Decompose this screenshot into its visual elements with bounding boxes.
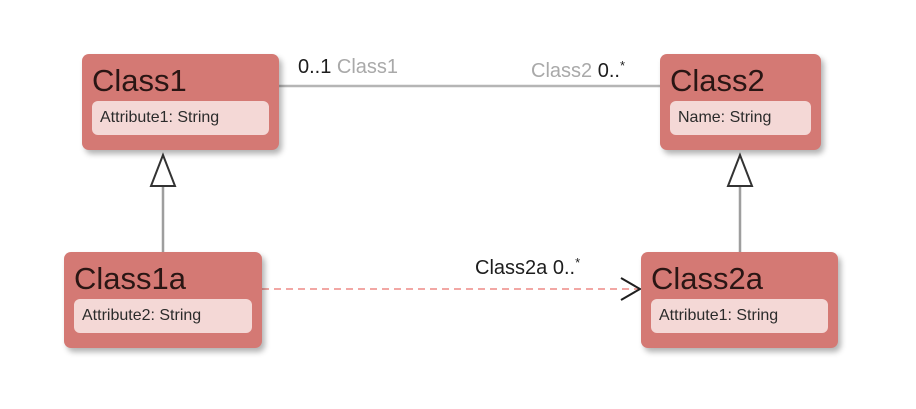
multiplicity-star: * bbox=[619, 58, 626, 73]
class-attribute: Attribute2: String bbox=[74, 299, 252, 333]
class-name: Class1a bbox=[74, 261, 186, 296]
open-arrowhead-class2a bbox=[620, 277, 642, 301]
role-name: Class2 bbox=[531, 60, 593, 82]
directed-association-label: Class2a 0..* bbox=[475, 255, 581, 279]
multiplicity: 0..* bbox=[552, 255, 581, 279]
multiplicity-star: * bbox=[575, 255, 581, 270]
class-attribute: Name: String bbox=[670, 101, 811, 135]
multiplicity: 0..* bbox=[597, 58, 626, 82]
class1-box[interactable]: Class1 Attribute1: String bbox=[82, 54, 279, 150]
class-name: Class1 bbox=[92, 63, 187, 98]
class2a-box[interactable]: Class2a Attribute1: String bbox=[641, 252, 838, 348]
multiplicity-range: 0.. bbox=[552, 257, 576, 279]
inheritance-arrowhead-class2 bbox=[726, 152, 754, 187]
association-end-class2-label: Class2 0..* bbox=[531, 58, 626, 82]
class-name: Class2 bbox=[670, 63, 765, 98]
association-end-class1-label: 0..1 Class1 bbox=[298, 56, 398, 78]
multiplicity: 0..1 bbox=[298, 56, 332, 78]
class-name: Class2a bbox=[651, 261, 763, 296]
class-attribute: Attribute1: String bbox=[92, 101, 269, 135]
class-attribute: Attribute1: String bbox=[651, 299, 828, 333]
role-name: Class2a bbox=[475, 257, 548, 279]
multiplicity-range: 0.. bbox=[597, 60, 620, 82]
class2-box[interactable]: Class2 Name: String bbox=[660, 54, 821, 150]
role-name: Class1 bbox=[336, 56, 399, 78]
class1a-box[interactable]: Class1a Attribute2: String bbox=[64, 252, 262, 348]
inheritance-arrowhead-class1 bbox=[149, 152, 177, 187]
